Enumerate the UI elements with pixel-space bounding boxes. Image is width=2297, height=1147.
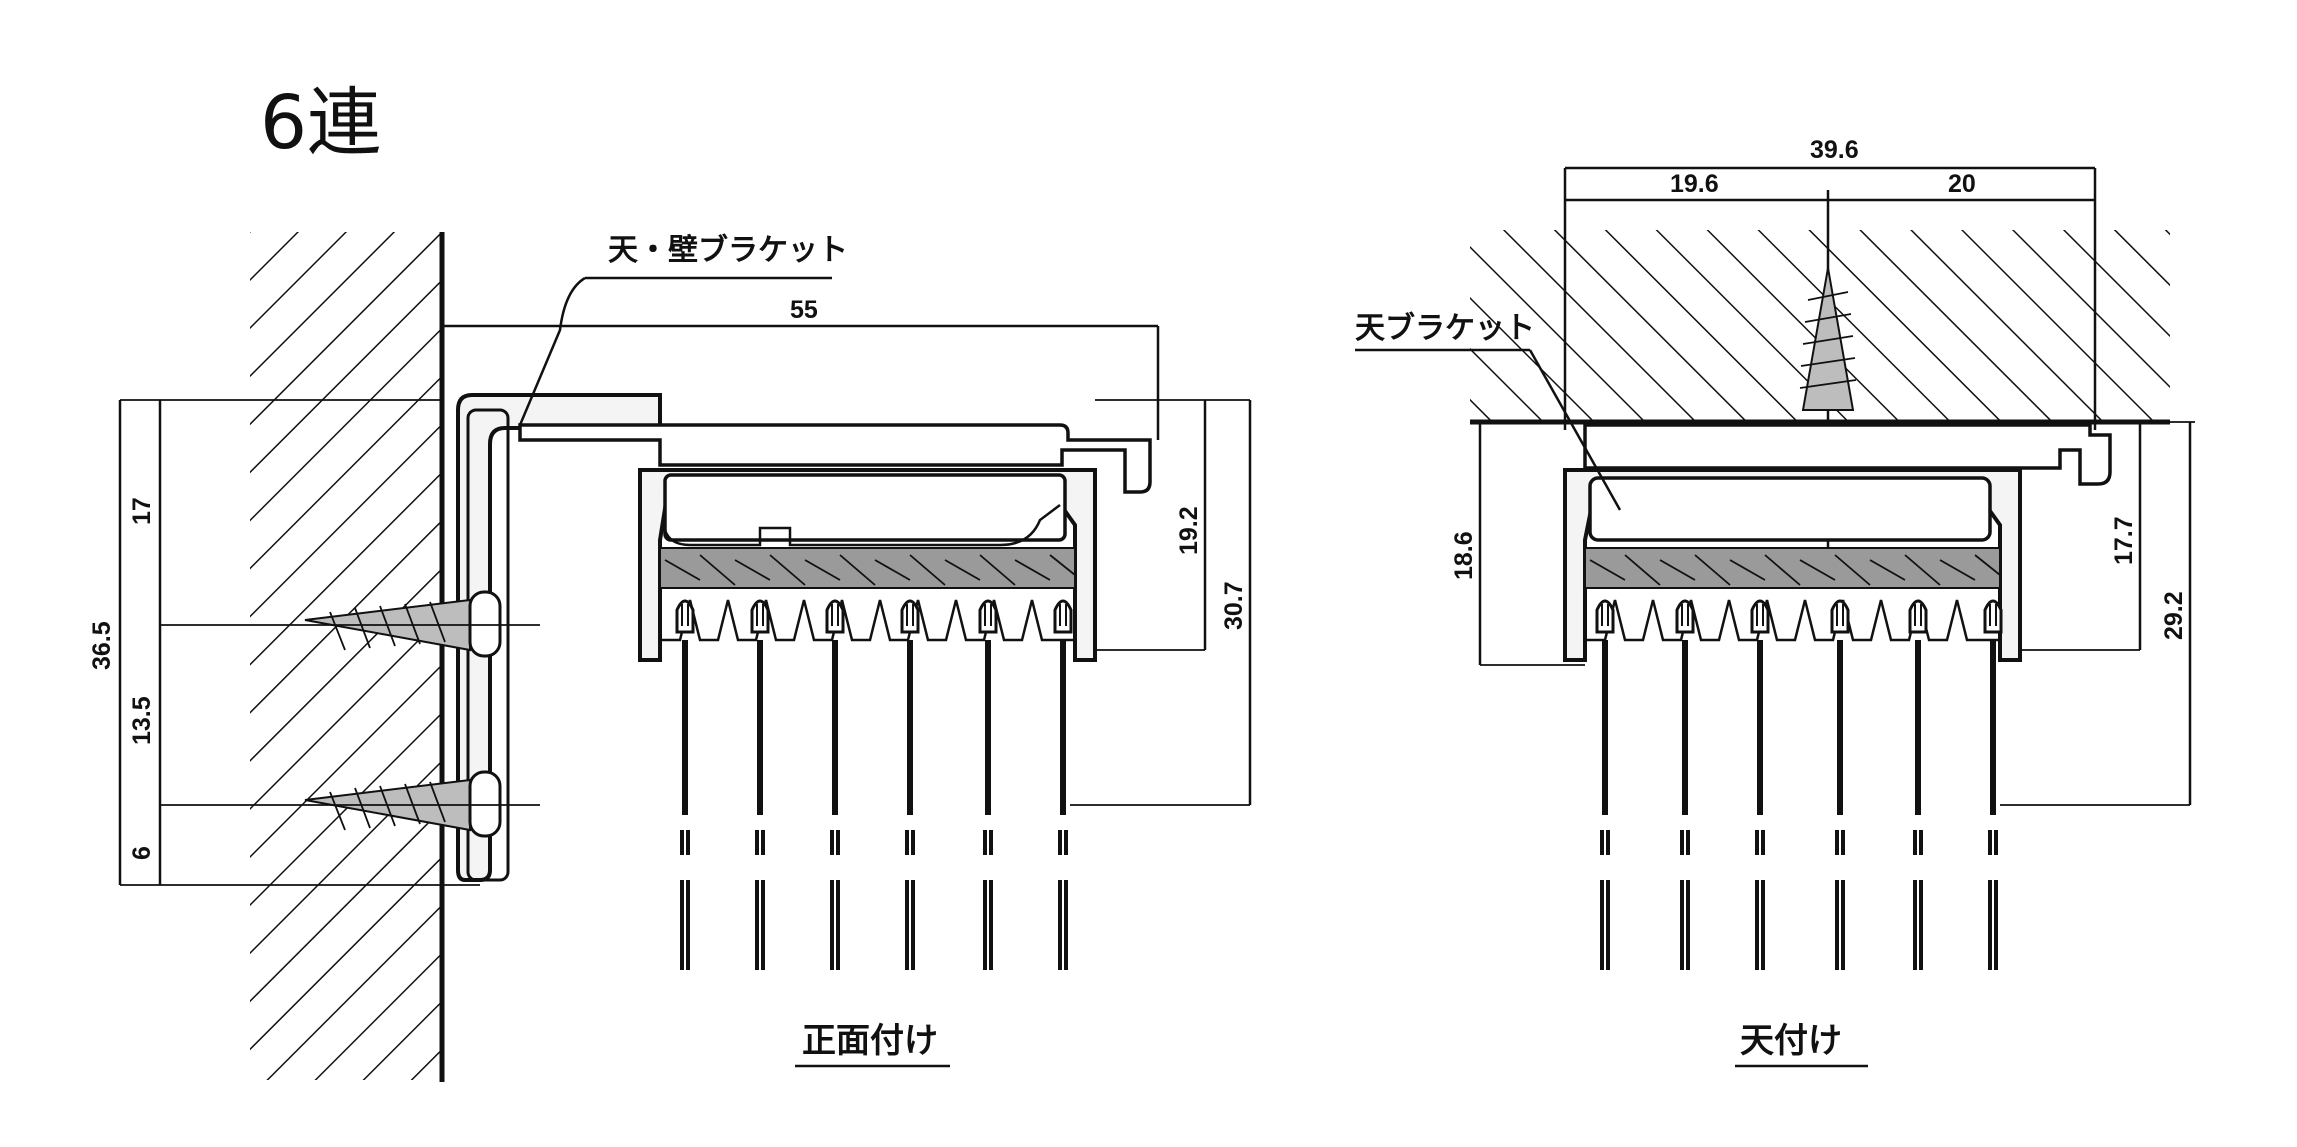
gear-band-right [1584, 547, 2001, 589]
dim-label-19-6: 19.6 [1670, 170, 1719, 198]
left-bracket-label: 天・壁ブラケット [608, 233, 848, 268]
caption-ceiling-mount: 天付け [1740, 1021, 1842, 1061]
dim-label-6: 6 [128, 846, 156, 860]
right-bracket-callout: 天ブラケット [1355, 311, 1622, 511]
dim-label-30-7: 30.7 [1220, 581, 1248, 630]
wall-hatch [250, 232, 442, 1080]
dim-label-36-5: 36.5 [88, 621, 116, 670]
drawing-title: 6連 [260, 80, 381, 166]
dim-label-17-7: 17.7 [2110, 516, 2138, 565]
left-dims: 36.5 17 13.5 6 [88, 399, 540, 886]
dim-label-17: 17 [128, 497, 156, 525]
caption-front-mount: 正面付け [802, 1021, 938, 1061]
gear-texture [664, 554, 1076, 586]
vanes-right [1597, 601, 2001, 970]
gear-band [659, 547, 1076, 589]
vanes [677, 601, 1071, 970]
right-dims-left-view: 19.2 30.7 [1070, 399, 1252, 806]
comb-teeth [658, 590, 1075, 642]
dim-label-29-2: 29.2 [2160, 591, 2188, 640]
mechanism-right [1588, 476, 1992, 542]
mechanism [663, 473, 1067, 542]
dim-label-39-6: 39.6 [1810, 136, 1859, 164]
right-bracket-label: 天ブラケット [1355, 311, 1535, 346]
right-view: 39.6 19.6 20 天ブラケット [1355, 136, 2195, 1068]
dim-label-20: 20 [1948, 170, 1976, 198]
dim-label-19-2: 19.2 [1175, 506, 1203, 555]
left-dims-right-view: 18.6 [1450, 422, 1585, 666]
left-view: 55 天・壁ブラケット 36.5 17 13.5 6 [88, 232, 1252, 1082]
left-bracket-callout: 天・壁ブラケット [518, 233, 848, 426]
comb-teeth-right [1583, 590, 2000, 642]
dim-label-18-6: 18.6 [1450, 531, 1478, 580]
right-dims-right-view: 17.7 29.2 [2000, 421, 2195, 806]
top-plate [518, 423, 1152, 494]
dim-label-55: 55 [790, 296, 818, 324]
dim-label-13-5: 13.5 [128, 696, 156, 745]
ceiling-bracket [1583, 423, 2112, 486]
gear-texture-right [1589, 554, 2001, 586]
mechanism-lower [663, 500, 1061, 547]
